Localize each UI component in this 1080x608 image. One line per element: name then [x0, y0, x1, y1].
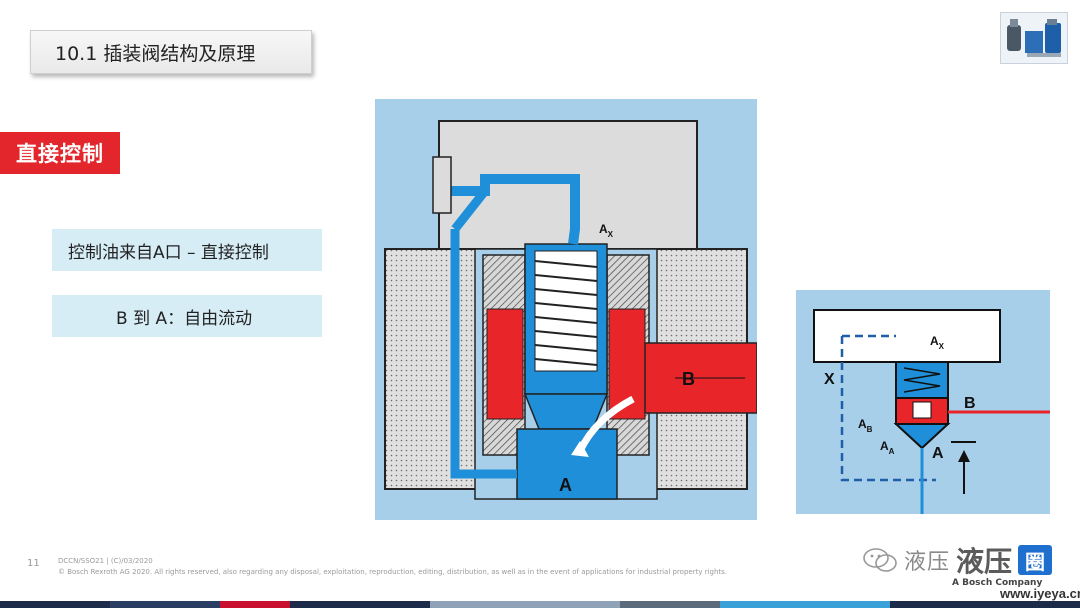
label-port-b: B: [682, 369, 695, 389]
footer-doc-id: DCCN/SSO21 | (C)/03/2020: [58, 557, 153, 565]
footer-company: A Bosch Company: [952, 578, 1043, 588]
info-box-text: 控制油来自A口 – 直接控制: [68, 242, 269, 263]
bosch-logo-icon: [1000, 12, 1068, 64]
valve-cross-section-figure: AX B A: [375, 99, 758, 520]
page-number: 11: [27, 558, 40, 569]
symbol-label-a: A: [932, 445, 944, 462]
wechat-icon: [863, 548, 897, 572]
footer-copyright: © Bosch Rexroth AG 2020. All rights rese…: [58, 568, 728, 576]
slide-title-box: 10.1 插装阀结构及原理: [30, 30, 312, 74]
symbol-label-ab: AB: [858, 417, 873, 434]
section-tag-label: 直接控制: [16, 142, 104, 166]
symbol-label-x: X: [824, 371, 835, 388]
footer-color-bar: [0, 601, 1080, 608]
slide-title: 10.1 插装阀结构及原理: [55, 42, 256, 65]
info-box-text: B 到 A：自由流动: [116, 308, 253, 329]
watermark-badge: 圈: [1018, 545, 1053, 575]
watermark: 液压 液压 圈: [862, 542, 1076, 578]
symbol-label-ax: AX: [930, 334, 945, 351]
footer-site-url: www.iyeya.cn: [1000, 586, 1080, 601]
info-box-free-flow: B 到 A：自由流动: [52, 295, 322, 337]
watermark-text-bold: 液压: [956, 545, 1013, 578]
symbol-label-aa: AA: [880, 439, 895, 456]
symbol-label-b: B: [964, 395, 976, 412]
section-tag: 直接控制: [0, 132, 120, 174]
info-box-control-oil: 控制油来自A口 – 直接控制: [52, 229, 322, 271]
label-ax: AX: [599, 222, 614, 239]
label-port-a: A: [559, 475, 572, 495]
valve-symbol-figure: AX AB AA X B A: [796, 290, 1050, 514]
watermark-text-light: 液压: [904, 550, 951, 575]
